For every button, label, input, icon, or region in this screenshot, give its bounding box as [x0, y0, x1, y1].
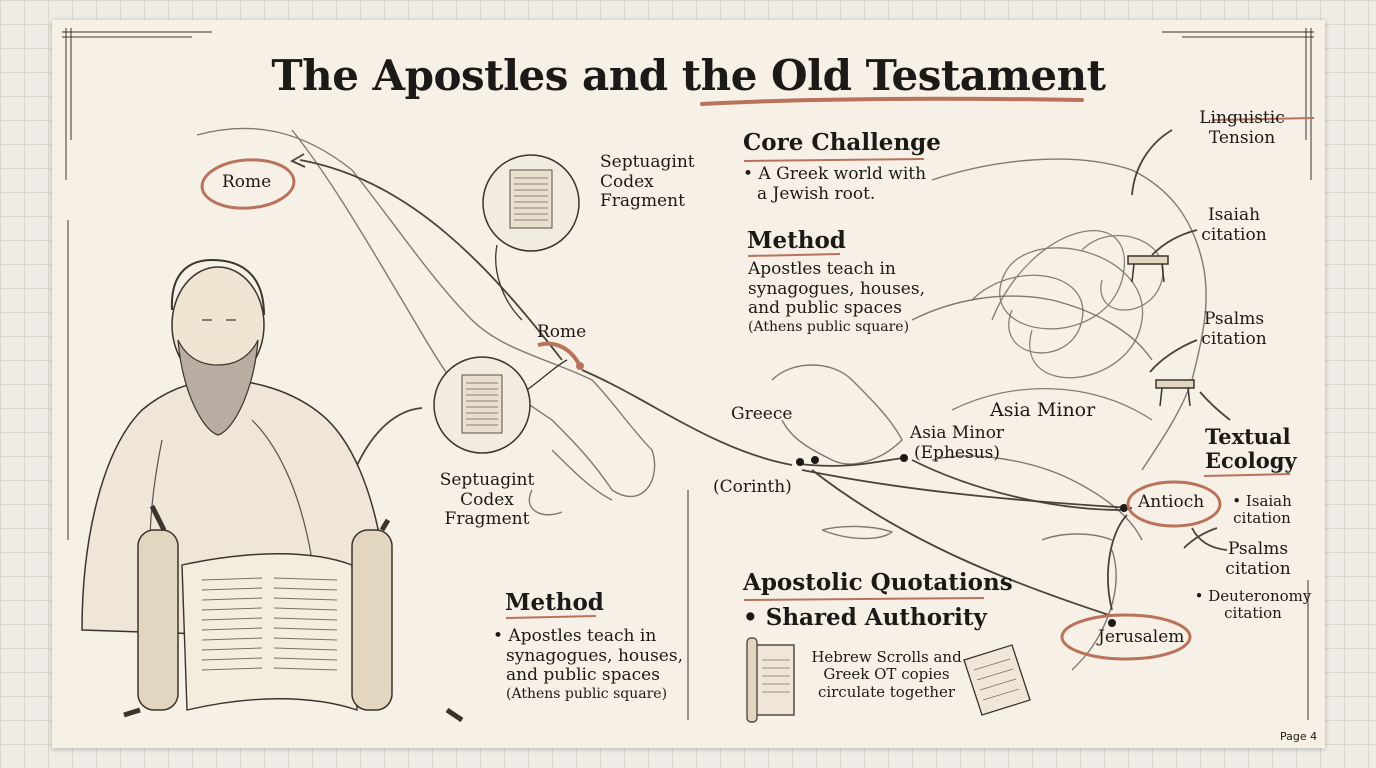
label-jerusalem: Jerusalem	[1098, 627, 1185, 647]
frame-lines	[62, 28, 1314, 720]
label-asia-minor-ephesus-line2: (Ephesus)	[914, 442, 1000, 463]
method-bottom-line1: • Apostles teach in	[493, 626, 657, 646]
ecology-item-psalms: Psalms citation	[1218, 539, 1298, 579]
psalms-line1: Psalms	[1203, 309, 1265, 329]
label-greece: Greece	[731, 404, 793, 424]
isaiah-citation-label: Isaiah citation	[1194, 205, 1274, 245]
septuagint-label-top: Septuagint Codex Fragment	[600, 152, 695, 212]
page-number: Page 4	[1280, 730, 1318, 743]
septuagint-mid-line2: Codex	[460, 489, 514, 510]
codex-bubble-middle	[433, 356, 568, 454]
ecology-isaiah-line1: • Isaiah	[1232, 492, 1292, 510]
quotations-caption: Hebrew Scrolls and Greek OT copies circu…	[804, 648, 969, 701]
quotations-heading: Apostolic Quotations	[743, 569, 1013, 596]
ecology-item-deuteronomy: • Deuteronomy citation	[1188, 587, 1318, 623]
core-challenge-line2: a Jewish root.	[757, 183, 876, 204]
heading-underlines	[505, 117, 1315, 619]
psalms-citation-label: Psalms citation	[1194, 309, 1274, 349]
method-bottom-heading: Method	[505, 589, 604, 616]
title-underline	[700, 96, 1084, 106]
linguistic-line1: Linguistic	[1199, 108, 1285, 128]
quotations-caption-line3: circulate together	[817, 682, 956, 701]
travel-arrows	[290, 129, 1231, 617]
place-highlights	[200, 158, 1222, 661]
label-antioch: Antioch	[1138, 492, 1205, 512]
isaiah-line1: Isaiah	[1207, 205, 1261, 225]
label-rome-middle: Rome	[537, 322, 587, 342]
method-top-body: Apostles teach in synagogues, houses, an…	[748, 259, 925, 335]
core-challenge-heading: Core Challenge	[743, 129, 941, 156]
psalms-line2: citation	[1201, 328, 1267, 349]
method-bottom-body: • Apostles teach in synagogues, houses, …	[493, 626, 683, 702]
core-challenge-body: • A Greek world with a Jewish root.	[743, 164, 927, 204]
septuagint-top-line1: Septuagint	[600, 152, 695, 172]
codex-bubble-top	[482, 154, 580, 321]
slide-illustration	[62, 28, 1315, 723]
ecology-psalms-line2: citation	[1225, 558, 1291, 579]
textual-ecology-line1: Textual	[1205, 424, 1291, 449]
greek-book-icon	[963, 644, 1031, 716]
method-bottom-line2: synagogues, houses,	[506, 645, 683, 666]
septuagint-top-line3: Fragment	[600, 191, 685, 212]
label-corinth: (Corinth)	[713, 477, 792, 497]
septuagint-top-line2: Codex	[600, 171, 654, 192]
textual-ecology-line2: Ecology	[1205, 448, 1297, 474]
method-bottom-note: (Athens public square)	[506, 685, 668, 702]
ecology-item-isaiah: • Isaiah citation	[1222, 492, 1302, 528]
septuagint-label-middle: Septuagint Codex Fragment	[427, 470, 547, 530]
quotations-subheading: • Shared Authority	[743, 604, 987, 631]
quotations-caption-line1: Hebrew Scrolls and	[811, 648, 962, 666]
slide: The Apostles and the Old Testament Rome …	[52, 20, 1325, 748]
linguistic-line2: Tension	[1208, 127, 1276, 148]
linguistic-tension-label: Linguistic Tension	[1192, 108, 1292, 148]
isaiah-line2: citation	[1201, 224, 1267, 245]
method-top-line3: and public spaces	[748, 298, 902, 319]
ecology-psalms-line1: Psalms	[1227, 539, 1289, 559]
quotations-caption-line2: Greek OT copies	[823, 665, 950, 684]
method-bottom-line3: and public spaces	[506, 665, 660, 686]
method-top-note: (Athens public square)	[748, 318, 910, 335]
textual-ecology-heading: Textual Ecology	[1205, 424, 1297, 474]
label-asia-minor-ephesus: Asia Minor (Ephesus)	[902, 423, 1012, 463]
label-rome-top: Rome	[222, 172, 272, 192]
map-sketch	[196, 127, 1207, 671]
label-asia-minor-ephesus-line1: Asia Minor	[909, 423, 1005, 443]
page-title: The Apostles and the Old Testament	[271, 51, 1106, 100]
method-top-heading: Method	[747, 227, 846, 254]
core-challenge-line1: • A Greek world with	[743, 164, 927, 184]
barrier-icons	[1127, 255, 1195, 407]
method-top-line1: Apostles teach in	[748, 259, 896, 279]
septuagint-mid-line3: Fragment	[444, 509, 530, 530]
ecology-isaiah-line2: citation	[1233, 509, 1291, 528]
tangled-routes	[951, 230, 1164, 421]
ecology-deut-line1: • Deuteronomy	[1194, 587, 1312, 605]
torah-scroll	[123, 504, 464, 723]
ecology-deut-line2: citation	[1224, 604, 1282, 623]
method-top-line2: synagogues, houses,	[748, 278, 925, 299]
label-asia-minor: Asia Minor	[990, 399, 1096, 421]
septuagint-mid-line1: Septuagint	[439, 470, 535, 490]
hebrew-scroll-icon	[746, 637, 795, 723]
